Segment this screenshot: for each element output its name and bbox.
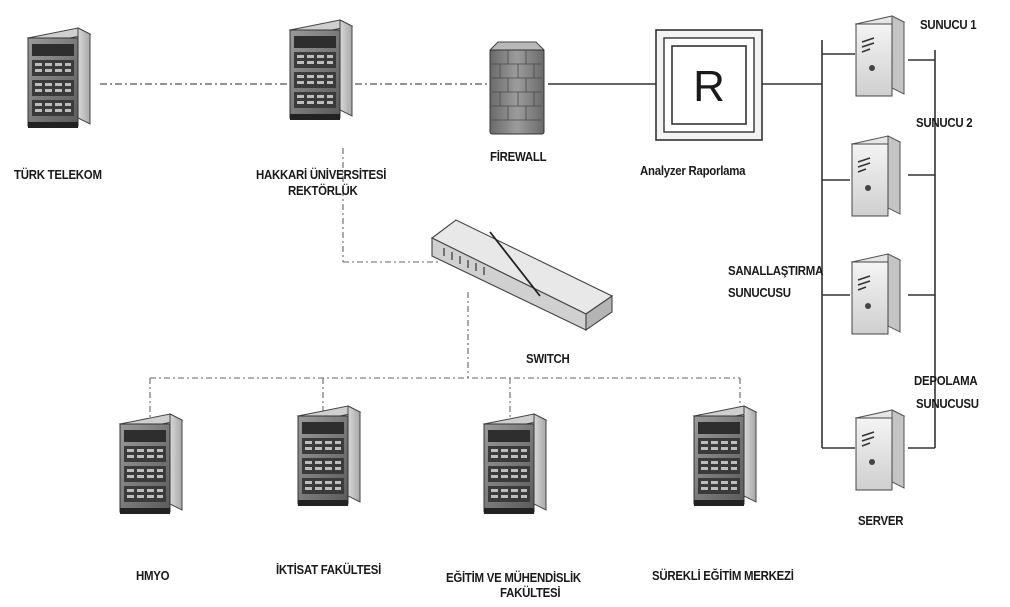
label-sanallastirma-1: SANALLAŞTIRMA	[728, 263, 824, 278]
rack-iktisat	[297, 405, 361, 507]
rack-hmyo	[119, 413, 183, 515]
server-main-icon	[855, 409, 905, 491]
label-sunucu1: SUNUCU 1	[920, 17, 977, 32]
label-analyzer: Analyzer Raporlama	[640, 163, 746, 178]
rack-rektorluk	[289, 19, 353, 121]
server-sanallastirma-icon	[851, 253, 901, 335]
label-egitim-2: FAKÜLTESİ	[500, 585, 561, 600]
label-switch: SWITCH	[526, 351, 570, 366]
rack-egitim	[483, 413, 547, 515]
label-rektorluk-1: HAKKARİ ÜNİVERSİTESİ	[256, 167, 387, 182]
label-firewall: FİREWALL	[490, 149, 547, 164]
label-surekli: SÜREKLİ EĞİTİM MERKEZİ	[652, 568, 794, 583]
label-sanallastirma-2: SUNUCUSU	[728, 285, 791, 300]
connection-lines	[100, 40, 936, 449]
switch-icon	[430, 219, 614, 332]
server-sunucu1-icon	[855, 15, 905, 97]
label-hmyo: HMYO	[136, 568, 170, 583]
label-sunucu2: SUNUCU 2	[916, 115, 973, 130]
analyzer-box	[655, 29, 763, 141]
label-depolama-2: SUNUCUSU	[916, 396, 979, 411]
label-depolama-1: DEPOLAMA	[914, 373, 978, 388]
label-iktisat: İKTİSAT FAKÜLTESİ	[276, 562, 382, 577]
server-sunucu2-icon	[851, 135, 901, 217]
label-rektorluk-2: REKTÖRLÜK	[288, 183, 358, 198]
label-turk-telekom: TÜRK TELEKOM	[14, 167, 102, 182]
rack-surekli	[693, 405, 757, 507]
firewall-icon	[488, 41, 546, 135]
label-server: SERVER	[858, 513, 904, 528]
rack-turk-telekom	[27, 27, 91, 129]
analyzer-letter: R	[693, 62, 725, 111]
label-egitim-1: EĞİTİM VE MÜHENDİSLİK	[446, 570, 581, 585]
